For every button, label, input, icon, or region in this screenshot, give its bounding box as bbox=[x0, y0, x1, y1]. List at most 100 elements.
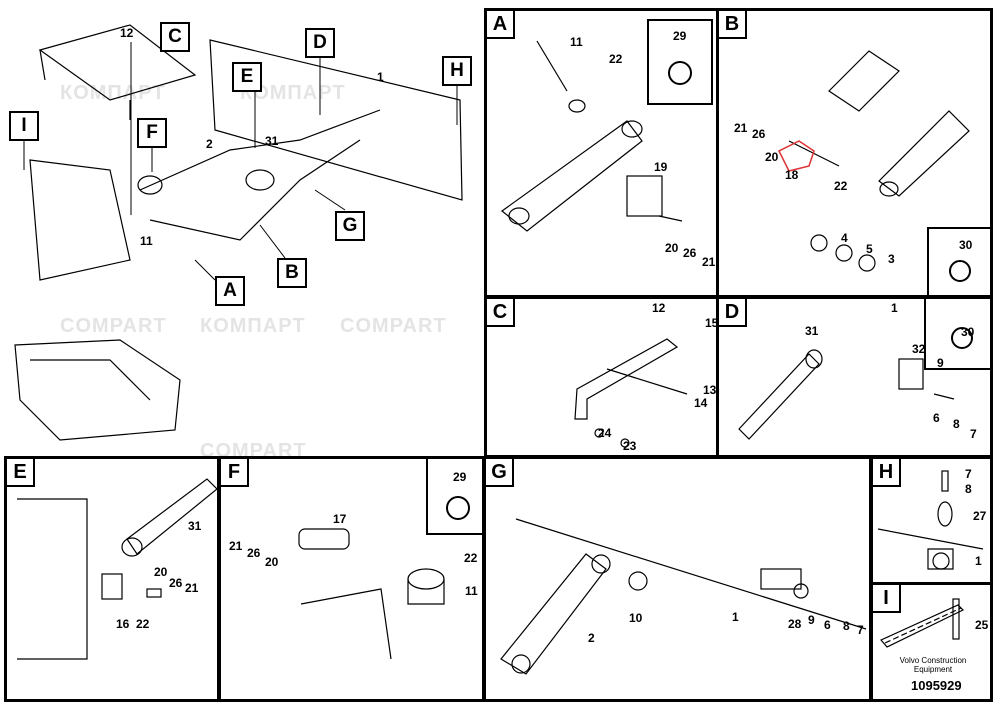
callout-number: 30 bbox=[959, 238, 973, 252]
callout-number: 7 bbox=[857, 623, 864, 637]
detail-panel-d: D 1 31 32 9 6 8 7 30 bbox=[716, 296, 993, 458]
overview-drawing bbox=[14, 24, 463, 441]
callout-number: 9 bbox=[808, 613, 815, 627]
callout-number: 14 bbox=[694, 396, 708, 410]
callout-number: 2 bbox=[588, 631, 595, 645]
callout-letter-i[interactable]: I bbox=[9, 111, 39, 141]
callout-number: 13 bbox=[703, 383, 717, 397]
callout-number: 4 bbox=[841, 231, 848, 245]
callout-number: 21 bbox=[185, 581, 199, 595]
watermark: COMPART bbox=[60, 315, 167, 337]
callout-number: 1 bbox=[891, 301, 898, 315]
watermark: КОМПАРТ bbox=[60, 82, 166, 104]
detail-panel-f: F 17 21 26 20 29 22 11 bbox=[218, 456, 485, 702]
drawing-code: 1095929 bbox=[911, 678, 962, 693]
callout-number: 20 bbox=[665, 241, 679, 255]
panel-tag: C bbox=[487, 299, 515, 327]
detail-panel-b: B 21 26 20 18 22 4 5 3 30 bbox=[716, 8, 993, 298]
callout-number: 2 bbox=[206, 137, 213, 151]
detail-panel-h: H 7 8 27 1 bbox=[870, 456, 993, 585]
detail-panel-c: C 12 15 13 14 24 23 bbox=[484, 296, 719, 458]
callout-number: 22 bbox=[136, 617, 150, 631]
callout-number: 26 bbox=[683, 246, 697, 260]
callout-number: 20 bbox=[265, 555, 279, 569]
callout-number: 31 bbox=[265, 134, 279, 148]
callout-number: 11 bbox=[465, 584, 478, 598]
panel-tag: B bbox=[719, 11, 747, 39]
callout-number: 7 bbox=[970, 427, 977, 441]
callout-number: 24 bbox=[598, 426, 612, 440]
callout-number: 30 bbox=[961, 325, 975, 339]
panel-tag: A bbox=[487, 11, 515, 39]
callout-number: 17 bbox=[333, 512, 347, 526]
callout-number: 7 bbox=[965, 467, 972, 481]
callout-number: 21 bbox=[702, 255, 716, 269]
callout-number: 5 bbox=[866, 242, 873, 256]
callout-number: 1 bbox=[377, 70, 384, 84]
callout-number: 22 bbox=[464, 551, 478, 565]
callout-number: 20 bbox=[154, 565, 168, 579]
callout-number: 11 bbox=[570, 35, 583, 49]
callout-number: 8 bbox=[843, 619, 850, 633]
callout-number: 1 bbox=[975, 554, 982, 568]
callout-number: 29 bbox=[453, 470, 467, 484]
callout-number: 32 bbox=[912, 342, 926, 356]
callout-letter-h[interactable]: H bbox=[442, 56, 472, 86]
callout-number: 12 bbox=[652, 301, 666, 315]
callout-number: 23 bbox=[623, 439, 637, 453]
callout-letter-g[interactable]: G bbox=[335, 211, 365, 241]
watermark: COMPART bbox=[340, 315, 447, 337]
watermark: КОМПАРТ bbox=[240, 82, 346, 104]
panel-tag: I bbox=[873, 585, 901, 613]
callout-number: 3 bbox=[888, 252, 895, 266]
callout-number: 8 bbox=[953, 417, 960, 431]
callout-number: 21 bbox=[229, 539, 243, 553]
callout-number: 26 bbox=[169, 576, 183, 590]
callout-number: 31 bbox=[805, 324, 819, 338]
panel-tag: D bbox=[719, 299, 747, 327]
detail-panel-a: A 11 22 29 19 20 26 21 bbox=[484, 8, 719, 298]
callout-number: 19 bbox=[654, 160, 668, 174]
callout-letter-c[interactable]: C bbox=[160, 22, 190, 52]
callout-number: 6 bbox=[824, 618, 831, 632]
callout-number: 21 bbox=[734, 121, 748, 135]
callout-number: 31 bbox=[188, 519, 202, 533]
panel-tag: G bbox=[486, 459, 514, 487]
detail-panel-g: G 2 10 1 28 9 6 8 7 bbox=[483, 456, 872, 702]
callout-number: 11 bbox=[140, 234, 153, 248]
panel-tag: H bbox=[873, 459, 901, 487]
inset-box bbox=[924, 299, 990, 370]
callout-number: 9 bbox=[937, 356, 944, 370]
brand-label: Volvo Construction Equipment bbox=[899, 656, 967, 674]
callout-number: 22 bbox=[609, 52, 623, 66]
callout-number: 27 bbox=[973, 509, 987, 523]
callout-number: 28 bbox=[788, 617, 802, 631]
callout-letter-e[interactable]: E bbox=[232, 62, 262, 92]
callout-letter-b[interactable]: B bbox=[277, 258, 307, 288]
callout-letter-d[interactable]: D bbox=[305, 28, 335, 58]
callout-number: 18 bbox=[785, 168, 799, 182]
callout-number: 25 bbox=[975, 618, 989, 632]
detail-panel-i: I 25 Volvo Construction Equipment 109592… bbox=[870, 582, 993, 702]
callout-number: 12 bbox=[120, 26, 134, 40]
callout-number: 26 bbox=[752, 127, 766, 141]
inset-box bbox=[647, 19, 713, 105]
callout-number: 26 bbox=[247, 546, 261, 560]
callout-number: 16 bbox=[116, 617, 130, 631]
callout-number: 8 bbox=[965, 482, 972, 496]
panel-tag: F bbox=[221, 459, 249, 487]
callout-number: 22 bbox=[834, 179, 848, 193]
panel-tag: E bbox=[7, 459, 35, 487]
callout-number: 6 bbox=[933, 411, 940, 425]
callout-number: 1 bbox=[732, 610, 739, 624]
callout-number: 15 bbox=[705, 316, 719, 330]
watermark: КОМПАРТ bbox=[200, 315, 306, 337]
callout-number: 29 bbox=[673, 29, 687, 43]
callout-number: 20 bbox=[765, 150, 779, 164]
callout-letter-a[interactable]: A bbox=[215, 276, 245, 306]
detail-panel-e: E 31 20 26 21 16 22 bbox=[4, 456, 220, 702]
inset-box bbox=[426, 459, 482, 535]
inset-box bbox=[927, 227, 990, 295]
callout-letter-f[interactable]: F bbox=[137, 118, 167, 148]
